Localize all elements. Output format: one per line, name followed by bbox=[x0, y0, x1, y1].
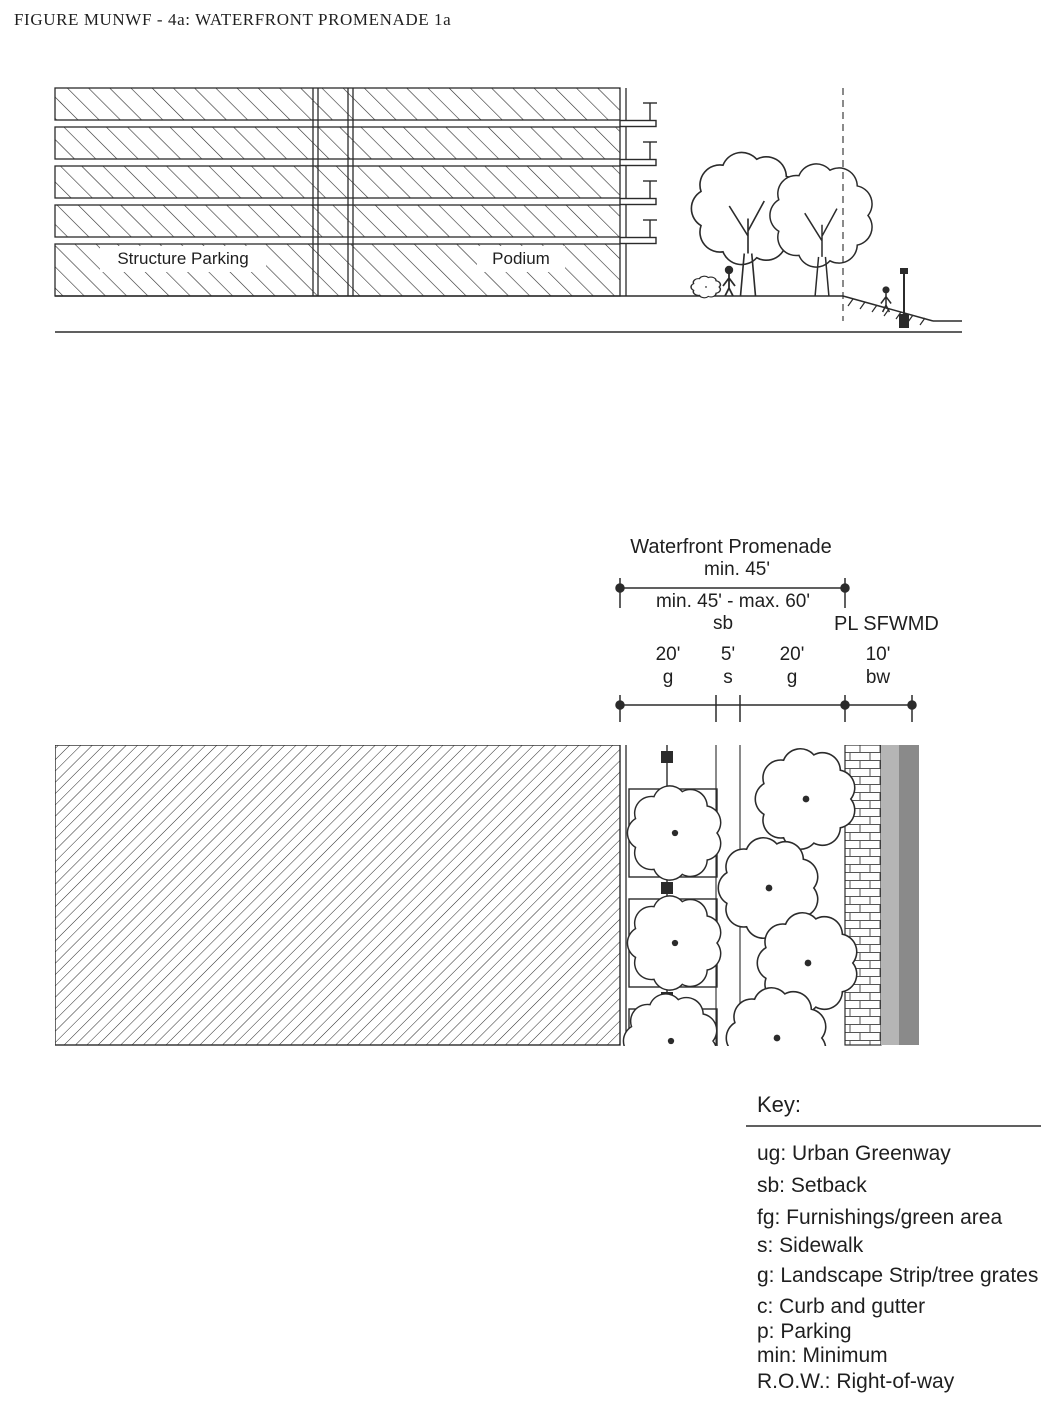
segment-abbr: bw bbox=[866, 667, 891, 688]
plan-dimensions: Waterfront Promenade min. 45' min. 45' -… bbox=[615, 536, 939, 722]
key-item: g: Landscape Strip/tree grates bbox=[757, 1264, 1038, 1287]
segment-value: 20' bbox=[780, 644, 805, 665]
segment-abbr: g bbox=[787, 667, 798, 688]
tree-plan bbox=[627, 896, 720, 990]
key-title: Key: bbox=[757, 1092, 801, 1117]
segment-value: 10' bbox=[866, 644, 891, 665]
key-item: sb: Setback bbox=[757, 1174, 867, 1197]
dimension-endpoint-dot bbox=[907, 700, 917, 710]
tree-plan bbox=[627, 786, 720, 880]
dimension-endpoint-dot bbox=[840, 583, 850, 593]
bollard bbox=[661, 882, 673, 894]
figure-title: FIGURE MUNWF - 4a: WATERFRONT PROMENADE … bbox=[14, 10, 451, 29]
legend-key: Key: ug: Urban Greenway sb: Setback fg: … bbox=[746, 1092, 1041, 1393]
dimension-endpoint-dot bbox=[615, 700, 625, 710]
section-labels: Structure Parking Podium bbox=[100, 246, 565, 272]
building-floor-band bbox=[54, 87, 621, 121]
balcony-rails bbox=[619, 102, 657, 245]
dimension-line-upper bbox=[615, 578, 850, 608]
tree-plan bbox=[726, 988, 825, 1088]
mooring-pile bbox=[899, 268, 909, 328]
building-plan-hatch bbox=[55, 745, 621, 1046]
tree-elevation bbox=[770, 164, 872, 296]
seawall-strip-light bbox=[881, 745, 899, 1045]
shrub bbox=[691, 276, 720, 298]
segment-abbrs: g s g bw bbox=[663, 667, 891, 688]
segment-abbr: g bbox=[663, 667, 674, 688]
key-item: c: Curb and gutter bbox=[757, 1295, 925, 1318]
key-item: min: Minimum bbox=[757, 1344, 888, 1367]
balcony-rail bbox=[619, 180, 657, 206]
segment-value: 5' bbox=[721, 644, 735, 665]
min-max-label: min. 45' - max. 60' bbox=[656, 591, 810, 612]
promenade-dimension-title: Waterfront Promenade bbox=[630, 536, 832, 558]
key-item: p: Parking bbox=[757, 1320, 852, 1343]
dimension-line-lower bbox=[615, 695, 917, 722]
balcony-rail bbox=[619, 141, 657, 167]
segment-abbr: s bbox=[723, 667, 733, 688]
podium-label: Podium bbox=[492, 249, 550, 268]
key-item: fg: Furnishings/green area bbox=[757, 1206, 1002, 1229]
segment-value: 20' bbox=[656, 644, 681, 665]
bollard bbox=[661, 751, 673, 763]
dimension-endpoint-dot bbox=[615, 583, 625, 593]
building-floor-band bbox=[54, 204, 621, 238]
building-floor-band bbox=[54, 126, 621, 160]
tree-plan bbox=[623, 994, 716, 1088]
structure-parking-label: Structure Parking bbox=[117, 249, 248, 268]
property-line-label: PL SFWMD bbox=[834, 613, 939, 635]
setback-abbr-label: sb bbox=[713, 613, 733, 634]
building-floor-band bbox=[54, 165, 621, 199]
min-45-label: min. 45' bbox=[704, 559, 770, 580]
tree-plan bbox=[755, 749, 854, 849]
segment-values: 20' 5' 20' 10' bbox=[656, 644, 891, 665]
label-background bbox=[477, 246, 565, 272]
paver-strip bbox=[844, 745, 882, 1046]
seawall-strip-dark bbox=[899, 745, 919, 1045]
key-item: s: Sidewalk bbox=[757, 1234, 864, 1257]
balcony-rail bbox=[619, 102, 657, 128]
key-item: R.O.W.: Right-of-way bbox=[757, 1370, 955, 1393]
key-item: ug: Urban Greenway bbox=[757, 1142, 951, 1165]
balcony-rail bbox=[619, 219, 657, 245]
plan-view bbox=[55, 745, 919, 1088]
expansion-joint bbox=[312, 88, 354, 296]
label-background bbox=[100, 246, 266, 272]
person-figure bbox=[722, 264, 736, 297]
section-elevation: Structure Parking Podium bbox=[54, 87, 962, 333]
dimension-endpoint-dot bbox=[840, 700, 850, 710]
